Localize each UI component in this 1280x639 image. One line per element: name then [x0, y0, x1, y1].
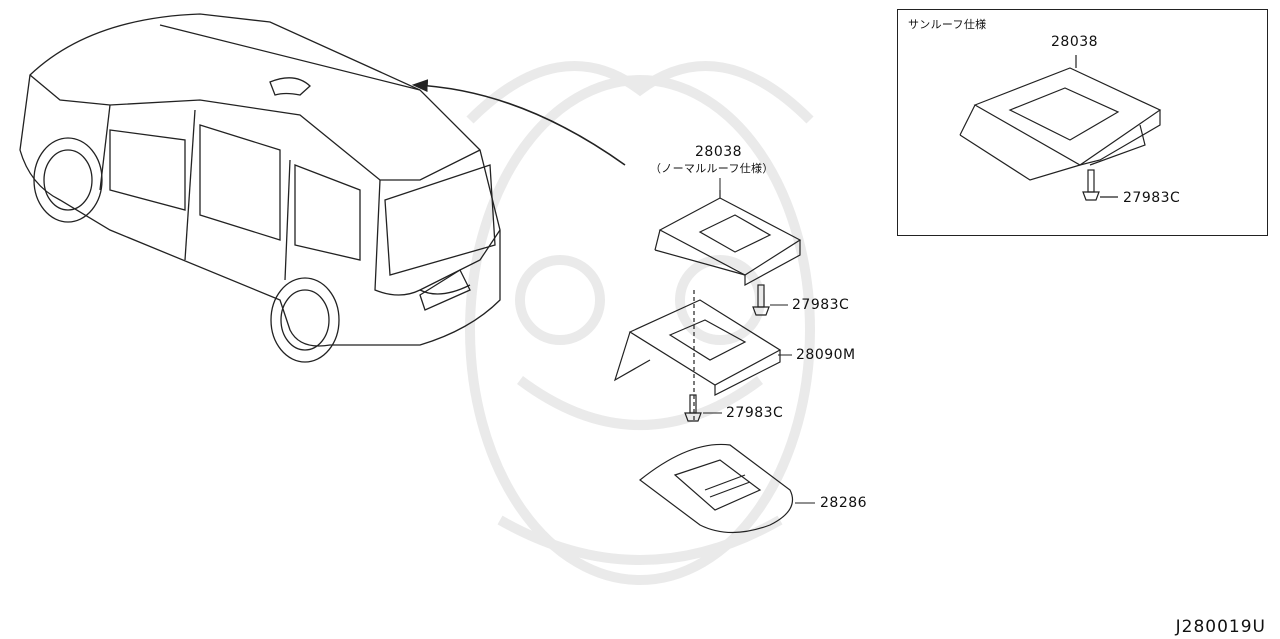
screw-upper-drawing	[752, 284, 770, 316]
inset-callout-bracket: 28038	[1051, 34, 1099, 50]
bracket-28090M-drawing	[613, 290, 782, 420]
watermark-logo	[465, 61, 815, 585]
sunroof-inset-box: サンルーフ仕様 28038 27983C	[897, 9, 1268, 236]
vehicle-illustration	[19, 13, 501, 363]
callout-screw-upper: 27983C	[792, 297, 850, 313]
bracket-28038-drawing	[654, 190, 802, 287]
sunroof-bracket-drawing	[959, 55, 1162, 201]
location-arrow	[411, 79, 626, 166]
diagram-id: J280019U	[1175, 617, 1266, 637]
inset-callout-screw: 27983C	[1123, 190, 1181, 206]
callout-screw-lower: 27983C	[726, 405, 784, 421]
callout-normal-roof-note: （ノーマルルーフ仕様）	[650, 162, 774, 175]
callout-monitor-cover: 28286	[820, 495, 868, 511]
inset-title: サンルーフ仕様	[908, 18, 987, 31]
callout-mount-bracket: 28090M	[796, 347, 856, 363]
leader-lines	[703, 178, 815, 504]
screw-lower-drawing	[684, 394, 702, 422]
cover-28286-drawing	[639, 443, 794, 534]
callout-bracket-normal-roof: 28038	[695, 144, 743, 160]
